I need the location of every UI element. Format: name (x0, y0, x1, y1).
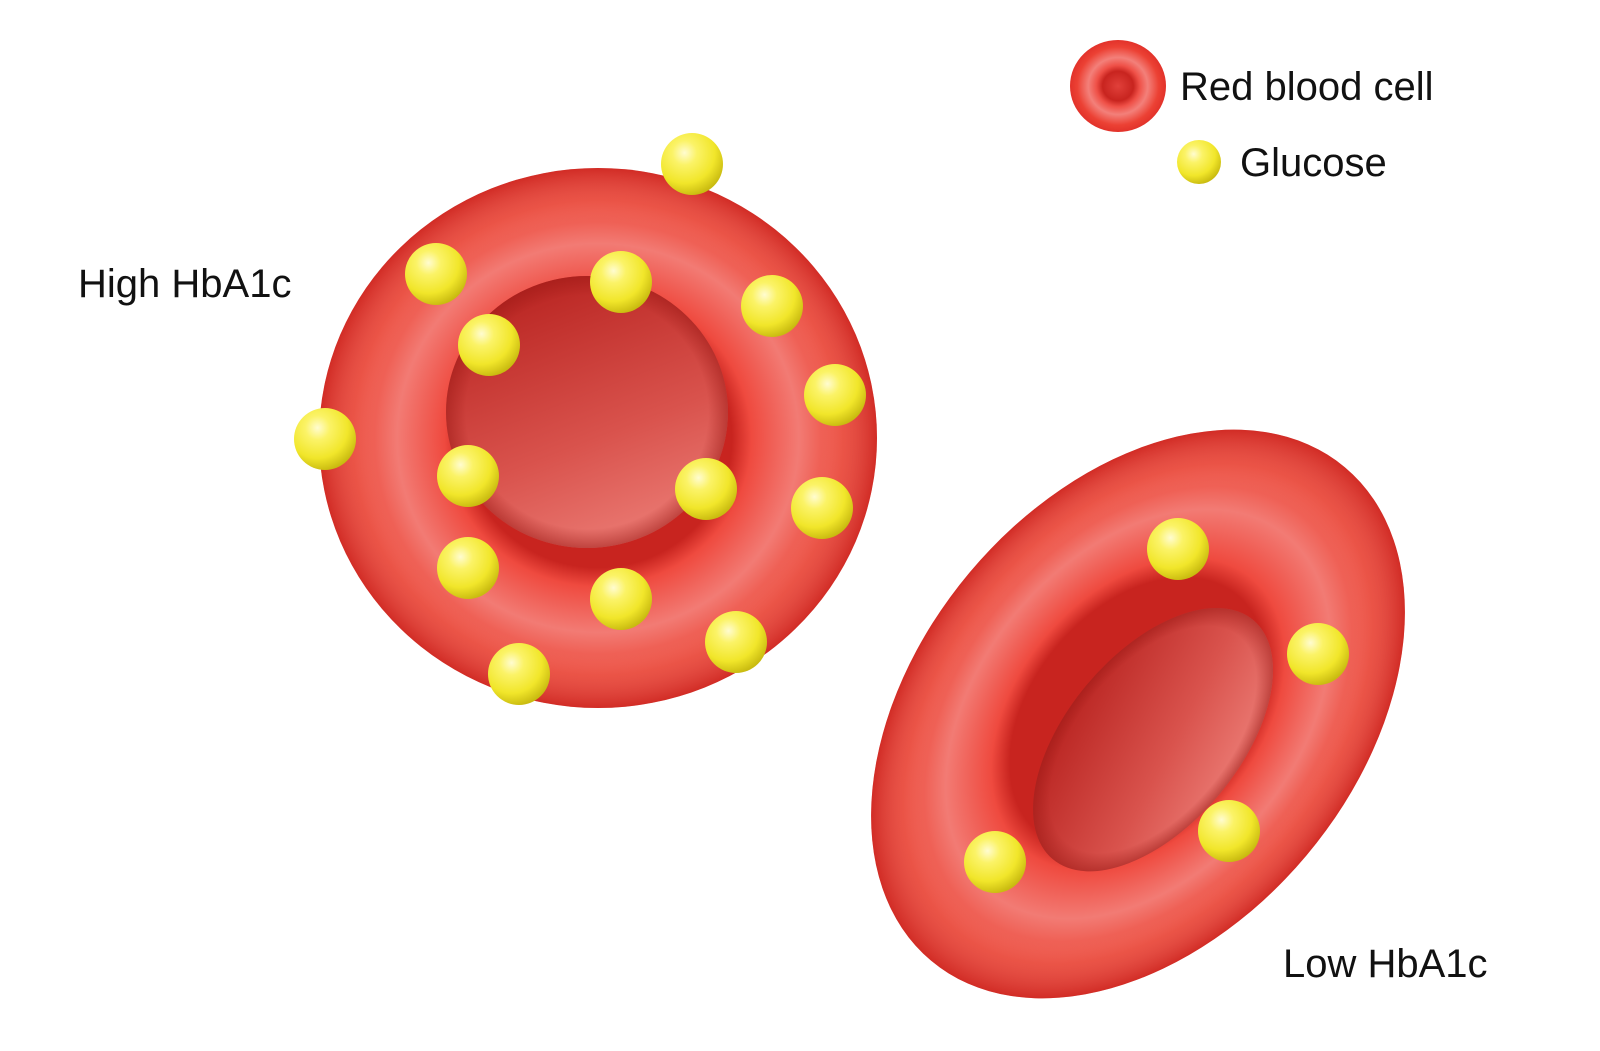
glucose-molecule (294, 408, 356, 470)
glucose-molecule (675, 458, 737, 520)
glucose-molecule (1147, 518, 1209, 580)
glucose-molecule (741, 275, 803, 337)
glucose-molecule (458, 314, 520, 376)
low-hba1c-label: Low HbA1c (1283, 942, 1488, 986)
glucose-molecule (804, 364, 866, 426)
glucose-molecule (964, 831, 1026, 893)
glucose-molecule (590, 251, 652, 313)
glucose-molecule (1198, 800, 1260, 862)
glucose-group-low (964, 518, 1349, 893)
glucose-molecule (1287, 623, 1349, 685)
legend-red-blood-cell-icon (1070, 40, 1166, 132)
glucose-molecule (705, 611, 767, 673)
legend-glucose-label: Glucose (1240, 141, 1387, 185)
legend: Red blood cell Glucose (1070, 40, 1434, 185)
glucose-molecule (437, 445, 499, 507)
red-blood-cell-high (319, 168, 877, 708)
cell-concave-center (1033, 607, 1274, 872)
glucose-group-high (294, 133, 866, 705)
legend-red-blood-cell-label: Red blood cell (1180, 65, 1434, 109)
glucose-molecule (488, 643, 550, 705)
glucose-molecule (661, 133, 723, 195)
glucose-molecule (437, 537, 499, 599)
glucose-molecule (405, 243, 467, 305)
glucose-molecule (791, 477, 853, 539)
glucose-molecule (590, 568, 652, 630)
legend-glucose-icon (1177, 140, 1221, 184)
high-hba1c-label: High HbA1c (78, 262, 291, 306)
